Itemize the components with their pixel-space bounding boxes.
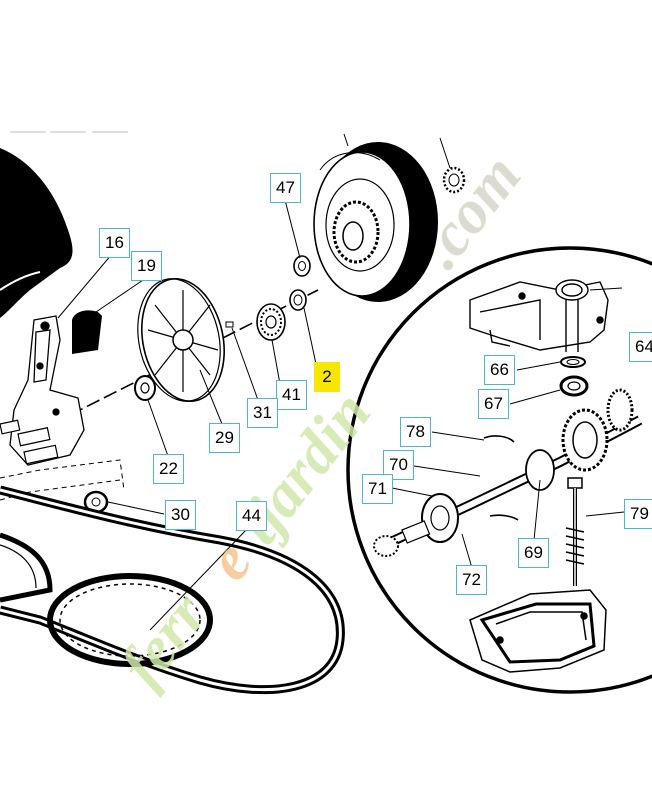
nut-30: [83, 490, 109, 514]
callout-30: 30: [165, 500, 196, 530]
bearing-67: [559, 375, 589, 397]
callout-71: 71: [362, 474, 393, 504]
thrust-washers-78: [483, 435, 519, 521]
leader-wheel-top: [343, 133, 349, 147]
callout-2-highlighted: 2: [314, 362, 340, 392]
callout-44: 44: [236, 501, 267, 531]
callout-69: 69: [518, 538, 549, 568]
callout-66: 66: [484, 355, 515, 385]
callout-16: 16: [99, 228, 130, 258]
rear-wheel: [313, 142, 438, 302]
callout-79: 79: [624, 499, 652, 529]
deck-shroud-inner: [0, 271, 41, 291]
zoom-leader-lines: [391, 287, 625, 569]
pin-31: [225, 321, 234, 328]
leader-lines: [57, 199, 317, 631]
belt-pulley: [0, 532, 213, 667]
hubcap-disc: [137, 277, 225, 403]
pinion-gear-41: [256, 289, 307, 341]
height-adjust-bracket: [9, 315, 85, 466]
callout-67: 67: [478, 389, 509, 419]
leader-top-gear: [439, 137, 451, 169]
small-gear-top: [442, 166, 466, 194]
callout-78: 78: [400, 417, 431, 447]
drive-belt-inner: [0, 488, 342, 692]
callout-31: 31: [247, 398, 278, 428]
bearing-66: [560, 356, 586, 368]
callout-22: 22: [153, 454, 184, 484]
deck-shroud: [0, 148, 73, 318]
callout-72: 72: [456, 565, 487, 595]
washer-47: [293, 255, 311, 277]
bolts: [0, 419, 59, 465]
deck-dashed-outline: [0, 459, 125, 501]
callout-47: 47: [270, 173, 301, 203]
wheel-cap: [72, 310, 102, 354]
worm-gear-shaft: [373, 388, 643, 557]
callout-29: 29: [209, 423, 240, 453]
gearbox-housing-bottom: [469, 589, 607, 673]
washer-22: [134, 375, 156, 401]
pin-79: [565, 477, 585, 586]
callout-41: 41: [276, 380, 307, 410]
callout-19: 19: [131, 251, 162, 281]
callout-64: 64: [629, 332, 652, 362]
gearbox-housing-top: [469, 279, 609, 352]
